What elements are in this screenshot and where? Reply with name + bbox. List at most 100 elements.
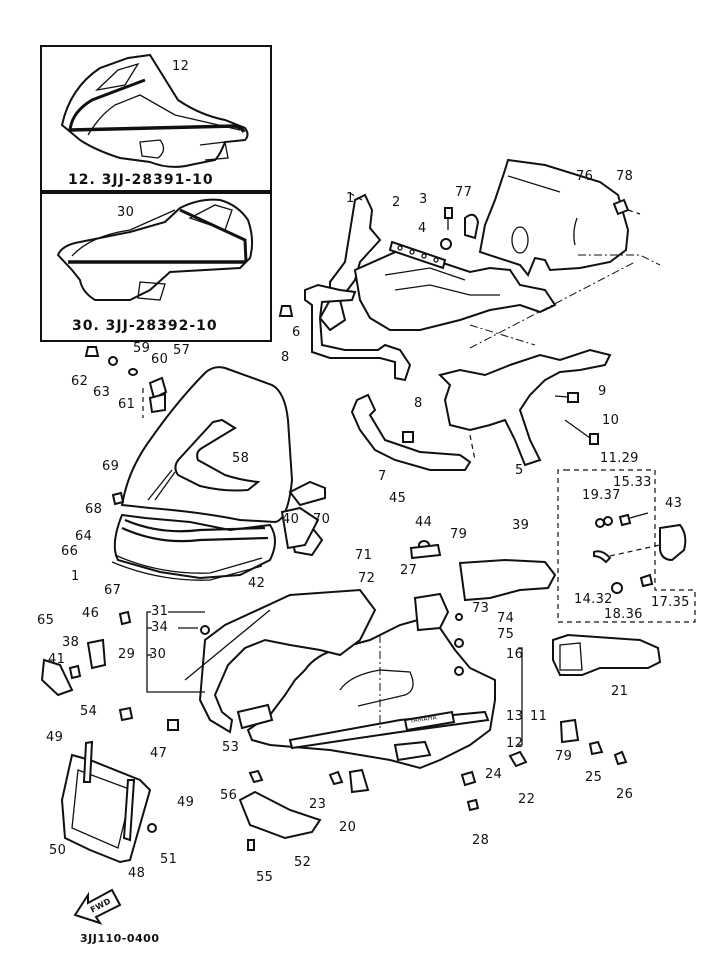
callout-1: 1 <box>346 191 355 206</box>
callout-12: 12 <box>506 736 524 751</box>
callout-24: 24 <box>485 767 503 782</box>
forward-arrow-icon <box>73 888 122 925</box>
callout-13: 13 <box>506 709 524 724</box>
inset-side-panel-12 <box>60 53 249 168</box>
callout-61: 61 <box>118 397 136 412</box>
callout-23: 23 <box>309 797 327 812</box>
callout-48: 48 <box>128 866 146 881</box>
callout-57: 57 <box>173 343 191 358</box>
callout-40: 40 <box>282 512 300 527</box>
kit-box-11-29 <box>557 469 696 623</box>
callout-74: 74 <box>497 611 515 626</box>
callout-68: 68 <box>85 502 103 517</box>
callout-69: 69 <box>102 459 120 474</box>
callout-49-right: 49 <box>177 795 195 810</box>
inset-caption-12: 12. 3JJ-28391-10 <box>68 172 214 188</box>
callout-79-lower: 79 <box>555 749 573 764</box>
inset-panel-12 <box>40 45 272 194</box>
callout-34: 34 <box>151 620 169 635</box>
hardware-top <box>278 198 630 445</box>
callout-31: 31 <box>151 604 169 619</box>
callout-53: 53 <box>222 740 240 755</box>
callout-58: 58 <box>232 451 250 466</box>
callout-20: 20 <box>339 820 357 835</box>
callout-26: 26 <box>616 787 634 802</box>
upper-cowl-64 <box>111 513 276 581</box>
callout-75: 75 <box>497 627 515 642</box>
lower-fairing-11 <box>246 616 496 770</box>
callout-39: 39 <box>512 518 530 533</box>
callout-10: 10 <box>602 413 620 428</box>
callout-41: 41 <box>48 652 66 667</box>
callout-65-sub-1: 1 <box>71 569 80 584</box>
inset-caption-30: 30. 3JJ-28392-10 <box>72 318 218 334</box>
callout-62: 62 <box>71 374 89 389</box>
callout-49-left: 49 <box>46 730 64 745</box>
callout-42: 42 <box>248 576 266 591</box>
callout-73: 73 <box>472 601 490 616</box>
callout-27: 27 <box>400 563 418 578</box>
callout-28: 28 <box>472 833 490 848</box>
windscreen-57 <box>120 366 326 524</box>
callout-46: 46 <box>82 606 100 621</box>
callout-17-35: 17.35 <box>651 595 690 610</box>
callout-30: 30 <box>149 647 167 662</box>
callout-8-lower: 8 <box>414 396 423 411</box>
callout-7: 7 <box>378 469 387 484</box>
callout-77: 77 <box>455 185 473 200</box>
side-cover-frame-30 <box>184 588 377 734</box>
callout-71: 71 <box>355 548 373 563</box>
callout-8-upper: 8 <box>281 350 290 365</box>
callout-45: 45 <box>389 491 407 506</box>
callout-72: 72 <box>358 571 376 586</box>
callout-5: 5 <box>515 463 524 478</box>
callout-56: 56 <box>220 788 238 803</box>
callout-25: 25 <box>585 770 603 785</box>
callout-19-37: 19.37 <box>582 488 621 503</box>
callout-44: 44 <box>415 515 433 530</box>
callout-38: 38 <box>62 635 80 650</box>
callout-50: 50 <box>49 843 67 858</box>
callout-64: 64 <box>75 529 93 544</box>
fairing-stay-frame <box>304 191 612 471</box>
callout-79-upper: 79 <box>450 527 468 542</box>
callout-6: 6 <box>292 325 301 340</box>
inset-callout-12: 12 <box>172 59 190 74</box>
inset-side-panel-30 <box>56 198 254 301</box>
meter-cover-76 <box>469 158 661 349</box>
callout-51: 51 <box>160 852 178 867</box>
callout-14-32: 14.32 <box>574 592 613 607</box>
callout-43: 43 <box>665 496 683 511</box>
callout-2: 2 <box>392 195 401 210</box>
callout-52: 52 <box>294 855 312 870</box>
callout-70: 70 <box>313 512 331 527</box>
callout-55: 55 <box>256 870 274 885</box>
callout-63: 63 <box>93 385 111 400</box>
callout-4: 4 <box>418 221 427 236</box>
callout-67: 67 <box>104 583 122 598</box>
callout-9: 9 <box>598 384 607 399</box>
callout-brackets <box>146 611 523 746</box>
document-code: 3JJ110-0400 <box>80 932 160 945</box>
callout-65: 65 <box>37 613 55 628</box>
callout-76: 76 <box>576 169 594 184</box>
callout-47: 47 <box>150 746 168 761</box>
callout-18-36: 18.36 <box>604 607 643 622</box>
windscreen-hardware <box>84 346 168 506</box>
inset-panel-30 <box>40 190 272 342</box>
callout-16: 16 <box>506 647 524 662</box>
callout-11-29: 11.29 <box>600 451 639 466</box>
callout-59: 59 <box>133 341 151 356</box>
callout-22: 22 <box>518 792 536 807</box>
callout-66: 66 <box>61 544 79 559</box>
callout-54: 54 <box>80 704 98 719</box>
callout-15-33: 15.33 <box>613 475 652 490</box>
parts-right <box>280 506 662 812</box>
callout-29: 29 <box>118 647 136 662</box>
callout-11: 11 <box>530 709 548 724</box>
parts-bottom-left <box>40 610 322 864</box>
callout-21: 21 <box>611 684 629 699</box>
callout-3: 3 <box>419 192 428 207</box>
